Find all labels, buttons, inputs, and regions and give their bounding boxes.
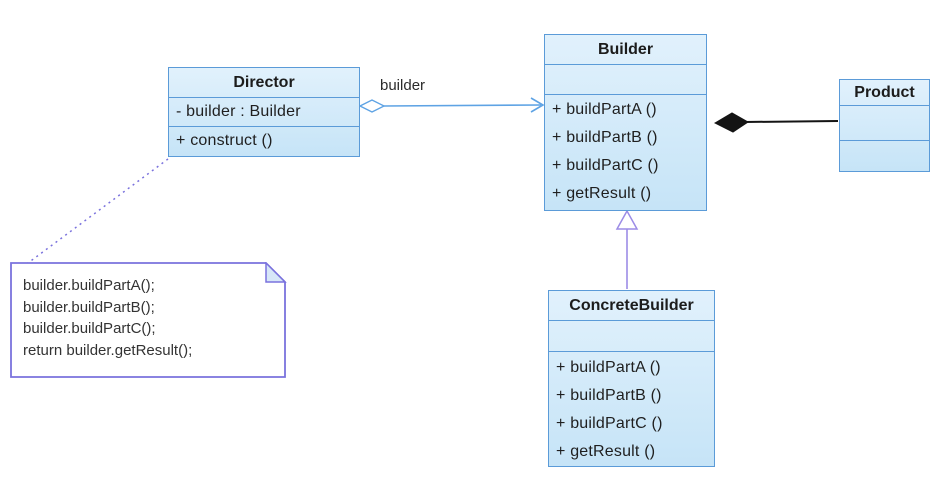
hollow-triangle-icon [615,209,639,230]
note-anchor-line [27,158,169,264]
aggregation-edge-director-builder [358,97,545,113]
class-product: Product [839,79,930,172]
class-concretebuilder-name: ConcreteBuilder [549,291,714,321]
note-folded-corner-icon [265,262,287,283]
method-row: + buildPartC () [556,415,663,432]
note-line: return builder.getResult(); [23,341,193,359]
method-row: + buildPartB () [552,129,658,146]
note-line: builder.buildPartC(); [23,320,156,337]
attribute-row: - builder : Builder [176,103,301,120]
class-concretebuilder-attributes-empty [549,321,714,352]
note-line: builder.buildPartA(); [23,277,155,294]
class-product-methods-empty [840,141,929,170]
class-builder-name: Builder [545,35,706,65]
open-arrowhead-icon [530,97,545,113]
class-director: Director - builder : Builder + construct… [168,67,360,157]
note-shape [10,262,287,378]
class-product-attributes-empty [840,106,929,141]
class-builder-attributes-empty [545,65,706,95]
class-director-attributes: - builder : Builder [169,98,359,127]
note-line: builder.buildPartB(); [23,298,155,316]
class-director-name: Director [169,68,359,98]
method-row: + construct () [176,132,273,149]
class-director-methods: + construct () [169,127,359,155]
class-concretebuilder: ConcreteBuilder + buildPartA () + buildP… [548,290,715,467]
method-row: + buildPartC () [552,157,659,174]
note-text: builder.buildPartA(); builder.buildPartB… [23,275,192,361]
class-builder: Builder + buildPartA () + buildPartB () … [544,34,707,211]
association-edge-product-builder [713,112,839,133]
method-row: + getResult () [556,443,656,460]
method-row: + buildPartA () [552,101,657,118]
method-row: + getResult () [552,185,652,202]
class-builder-methods: + buildPartA () + buildPartB () + buildP… [545,95,706,209]
method-row: + buildPartA () [556,359,661,376]
association-role-label: builder [380,77,426,94]
code-note: builder.buildPartA(); builder.buildPartB… [10,262,287,379]
class-concretebuilder-methods: + buildPartA () + buildPartB () + buildP… [549,352,714,465]
generalization-edge-concretebuilder-builder [615,209,639,289]
class-product-name: Product [840,80,929,106]
method-row: + buildPartB () [556,387,662,404]
filled-diamond-arrowhead-icon [713,112,749,133]
hollow-diamond-icon [358,99,386,113]
